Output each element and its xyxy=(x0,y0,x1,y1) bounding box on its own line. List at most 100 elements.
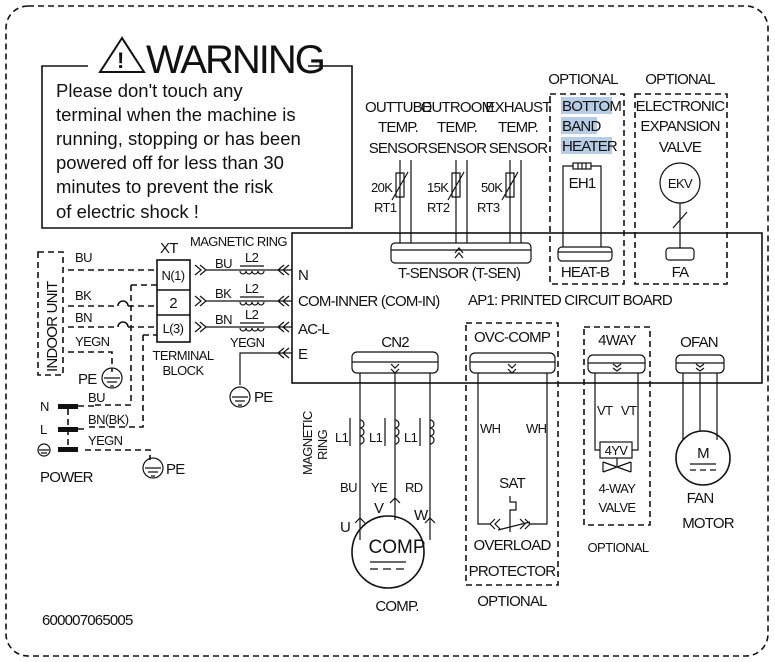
heater-optional: OPTIONAL xyxy=(548,71,618,88)
wire-label: BN xyxy=(75,310,92,325)
warning-line: powered off for less than 30 xyxy=(56,152,284,173)
motor-symbol: M xyxy=(697,445,709,462)
magnetic-ring-label: RING xyxy=(315,429,330,460)
xt-cell: L(3) xyxy=(163,321,184,336)
wire-label: WH xyxy=(526,421,547,436)
wire-label: BN xyxy=(215,312,232,327)
l1-label: L1 xyxy=(369,430,383,445)
ovc-caption: PROTECTOR xyxy=(469,563,557,580)
sensor-label: OUTTUBE xyxy=(365,99,432,116)
heater-label: BOTTOM xyxy=(562,98,621,115)
indoor-wiring xyxy=(68,269,157,460)
tsensor-label: T-SENSOR (T-SEN) xyxy=(398,265,521,282)
sensor-label: SENSOR xyxy=(489,140,549,157)
phase-label: V xyxy=(374,500,384,517)
warning-box: ! WARNING Please don't touch any termina… xyxy=(41,36,353,229)
fan-motor-icon xyxy=(675,354,731,486)
heater-label: BAND xyxy=(562,118,601,135)
ground-icon xyxy=(142,457,164,479)
ovc-optional-box xyxy=(465,322,559,586)
sensor-label: TEMP. xyxy=(498,119,538,136)
sensor-label: EXHAUST xyxy=(485,99,551,116)
magnetic-ring-label: MAGNETIC RING xyxy=(190,234,287,249)
fourway-label: 4WAY xyxy=(598,332,636,349)
cn2-label: CN2 xyxy=(381,334,409,351)
ekv-label: ELECTRONIC xyxy=(636,98,726,115)
pcb-board xyxy=(291,232,763,384)
rt2-id: RT2 xyxy=(427,200,450,215)
ovc-label: OVC-COMP xyxy=(474,329,551,346)
temperature-sensors: OUTTUBE TEMP. SENSOR OUTROOM TEMP. SENSO… xyxy=(365,99,552,157)
magnetic-ring-label: MAGNETIC xyxy=(300,411,315,475)
ekv-label: VALVE xyxy=(659,139,702,156)
rt1-id: RT1 xyxy=(374,200,397,215)
l2-label: L2 xyxy=(245,250,259,265)
sensor-label: TEMP. xyxy=(378,119,418,136)
wire-label: BU xyxy=(215,256,232,271)
part-number: 600007065005 xyxy=(42,612,133,629)
fourway-caption: VALVE xyxy=(599,500,637,515)
wire-label: YEGN xyxy=(75,334,110,349)
phase-label: W xyxy=(414,507,429,524)
ekv-optional: OPTIONAL xyxy=(645,71,715,88)
terminal-block xyxy=(156,259,191,343)
pcb-terminal-e: E xyxy=(298,346,308,363)
sat-label: SAT xyxy=(499,475,525,492)
ekv-valve-icon xyxy=(659,162,701,261)
wire-label: VT xyxy=(597,403,613,418)
cn2-compressor-wiring xyxy=(349,351,439,589)
l1-label: L1 xyxy=(404,430,418,445)
fourway-caption: 4-WAY xyxy=(599,481,637,496)
ekv-label: EXPANSION xyxy=(640,118,719,135)
l2-label: L2 xyxy=(245,281,259,296)
wire-label: VT xyxy=(621,403,637,418)
wire-label: BU xyxy=(340,480,357,495)
ground-icon xyxy=(101,367,123,389)
wire-label: BK xyxy=(75,288,92,303)
wire-label: YEGN xyxy=(88,433,123,448)
pcb-terminal-ac-l: AC-L xyxy=(298,321,329,338)
l2-wiring xyxy=(194,264,292,408)
ekv-connector: FA xyxy=(672,264,690,281)
wire-label: BU xyxy=(88,390,105,405)
ovc-optional: OPTIONAL xyxy=(477,593,547,610)
warning-line: terminal when the machine is xyxy=(56,104,296,125)
fourway-optional-box xyxy=(583,326,651,526)
rt3-value: 50K xyxy=(481,180,503,195)
rt3-id: RT3 xyxy=(477,200,500,215)
comp-symbol: COMP xyxy=(369,537,426,558)
thermistor-icons xyxy=(390,160,532,264)
fan-caption: FAN xyxy=(687,490,714,507)
indoor-unit-label: INDOOR UNIT xyxy=(44,281,61,372)
pe-label: PE xyxy=(166,461,185,478)
warning-title: WARNING xyxy=(146,38,324,82)
xt-label: XT xyxy=(160,240,178,257)
svg-text:!: ! xyxy=(117,48,124,73)
xt-cell: 2 xyxy=(169,295,177,312)
l1-label: L1 xyxy=(335,430,349,445)
comp-caption: COMP. xyxy=(375,598,418,615)
warning-line: minutes to prevent the risk xyxy=(56,176,274,197)
rt1-value: 20K xyxy=(371,180,393,195)
warning-line: Please don't touch any xyxy=(56,80,243,101)
coil-label: 4YV xyxy=(605,443,629,458)
wire-label: YE xyxy=(371,480,388,495)
heater-label: HEATER xyxy=(562,138,618,155)
wire-label: WH xyxy=(480,421,501,436)
xt-cell: N(1) xyxy=(162,268,185,283)
fourway-optional: OPTIONAL xyxy=(588,540,649,555)
wire-label: BK xyxy=(215,286,232,301)
warning-triangle-icon: ! xyxy=(98,36,146,73)
pe-label: PE xyxy=(254,389,273,406)
fourway-valve-icon xyxy=(587,354,646,473)
power-l-label: L xyxy=(40,422,47,437)
rt2-value: 15K xyxy=(427,180,449,195)
outer-border xyxy=(5,5,769,657)
pcb-label: AP1: PRINTED CIRCUIT BOARD xyxy=(468,292,673,309)
ofan-label: OFAN xyxy=(680,334,718,351)
overload-protector-icon xyxy=(469,352,556,532)
sensor-label: OUTROOM xyxy=(421,99,494,116)
ovc-caption: OVERLOAD xyxy=(474,537,552,554)
l2-label: L2 xyxy=(245,307,259,322)
